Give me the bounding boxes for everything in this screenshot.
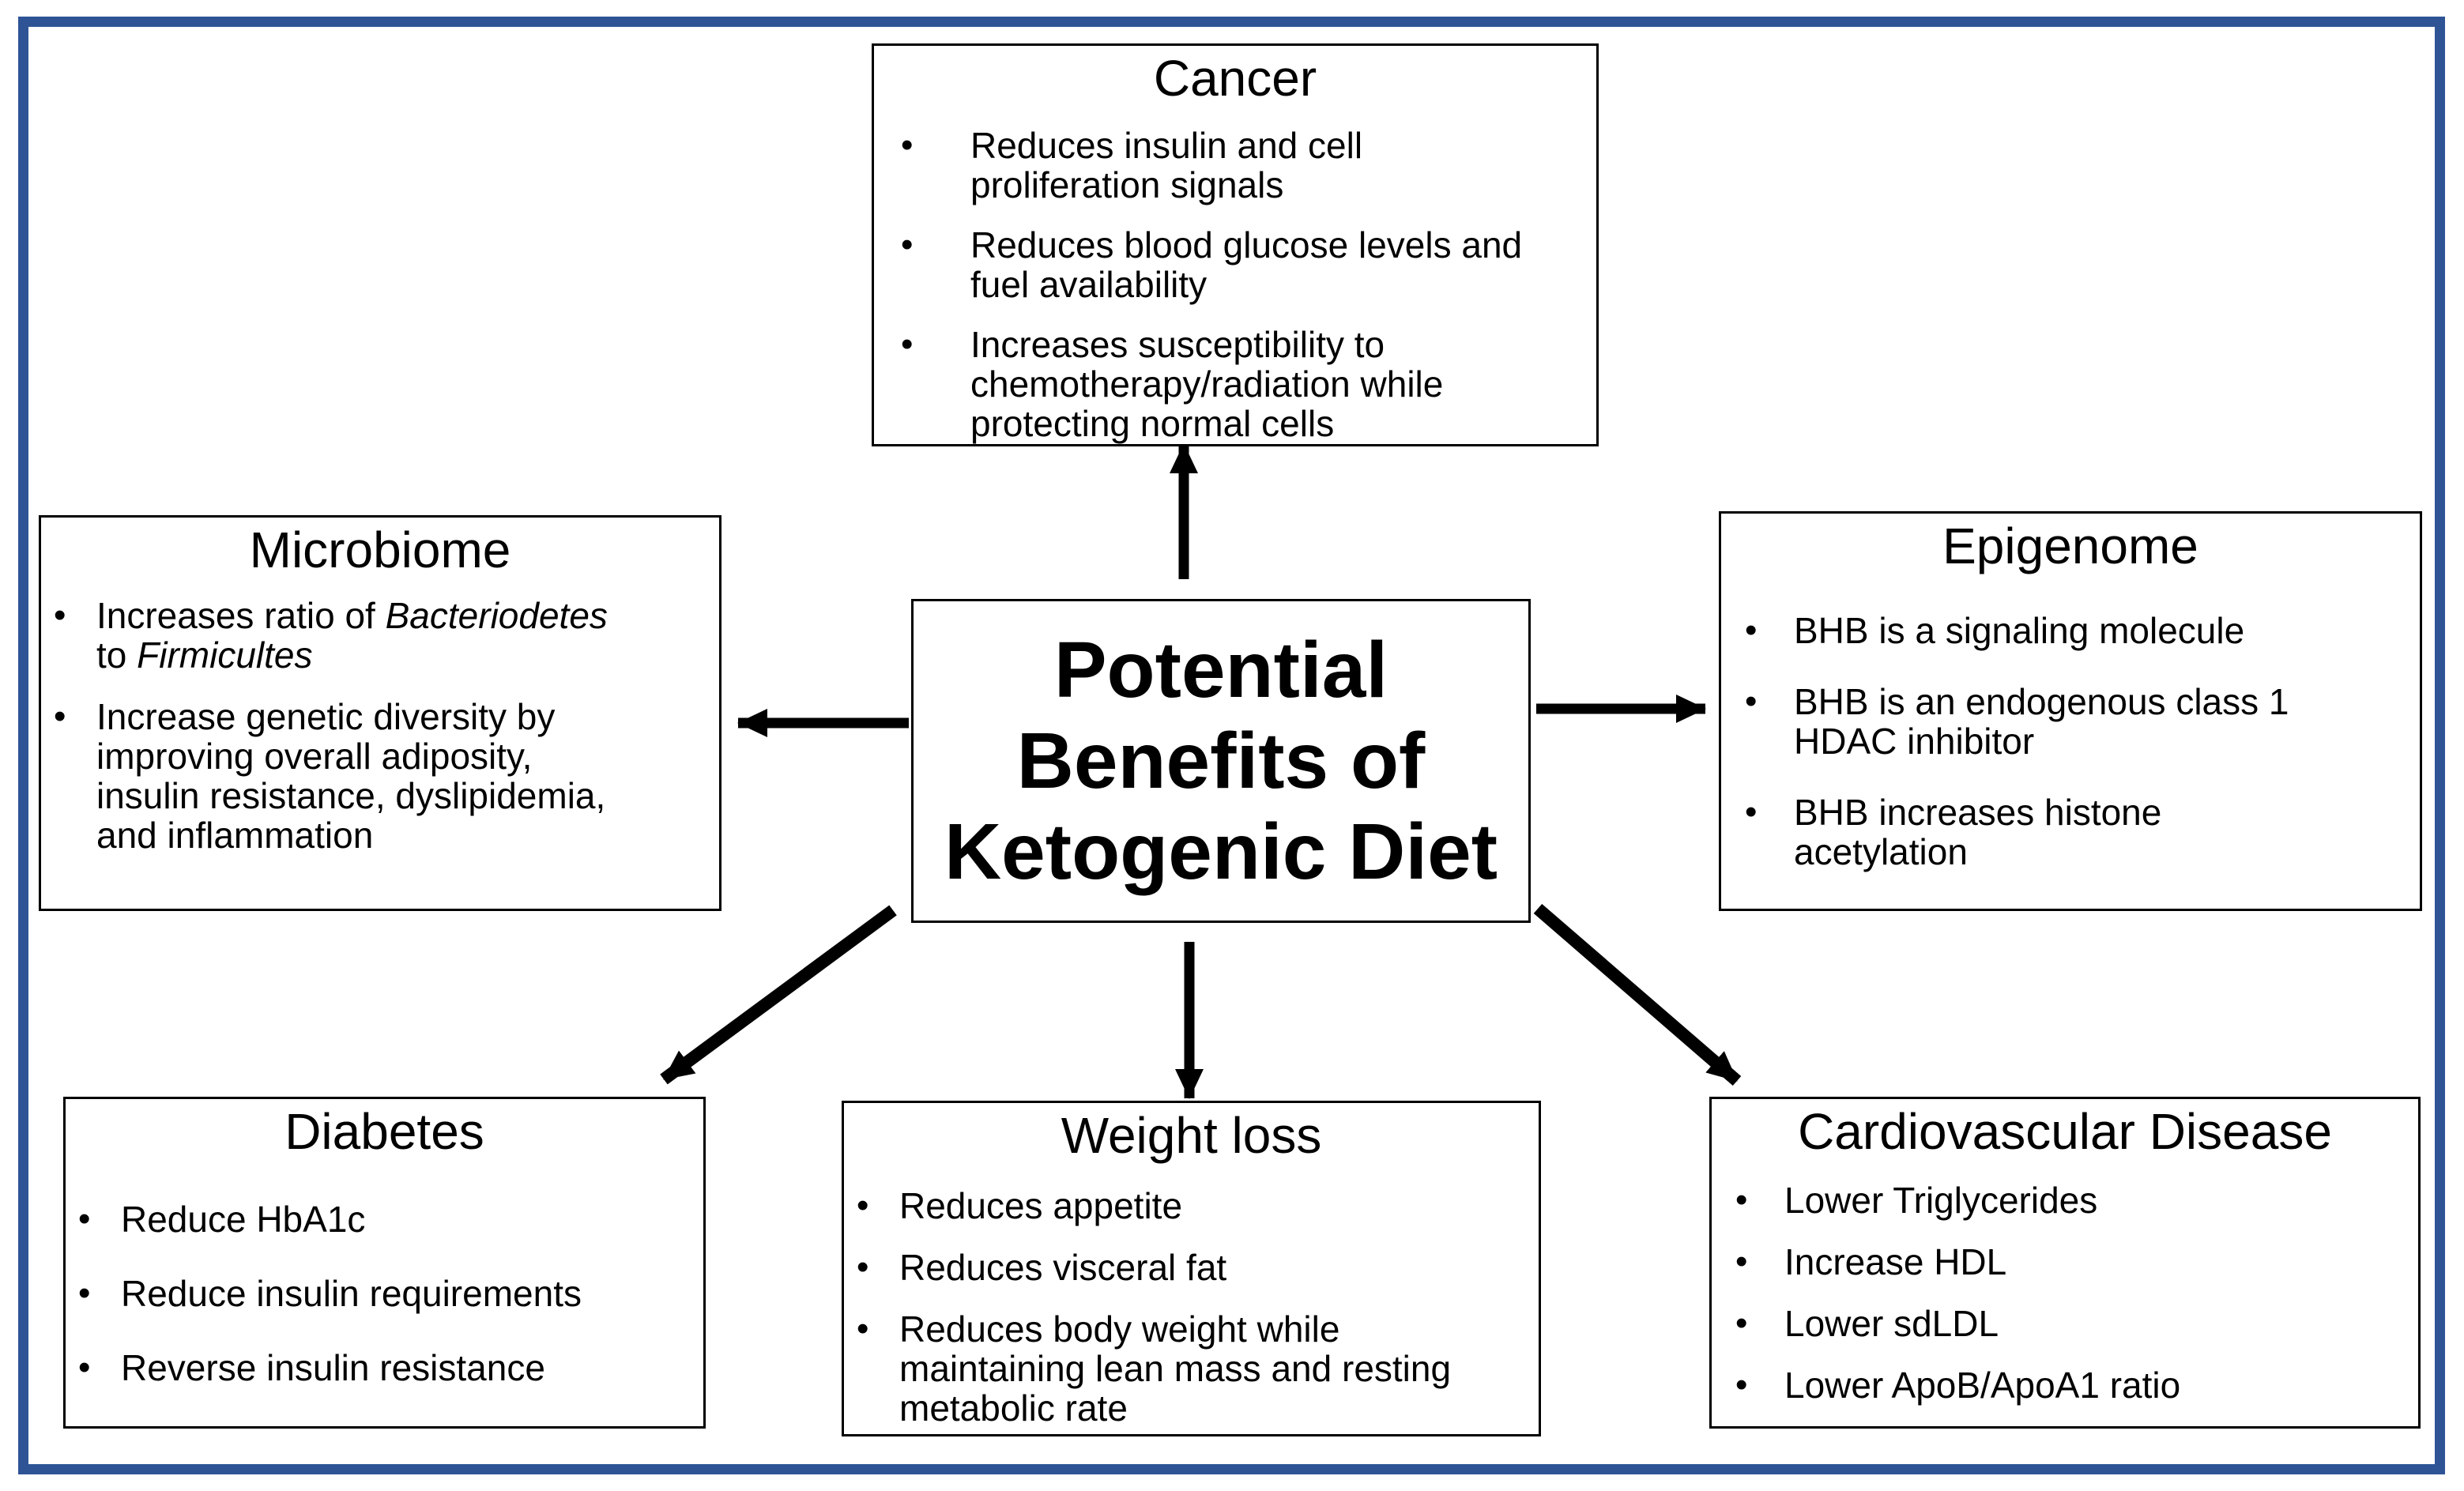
center-title-line: Potential xyxy=(1053,625,1388,714)
slide-border-frame xyxy=(18,17,2445,1474)
bullet-item: Lower sdLDL xyxy=(1712,1304,2418,1343)
bullet-item: Increases ratio of Bacteriodetes to Firm… xyxy=(41,596,626,675)
arrow-center-to-diabetes xyxy=(660,905,897,1085)
bullet-item: BHB is a signaling molecule xyxy=(1721,611,2331,650)
bullet-text: to xyxy=(96,634,138,676)
box-weight-loss-list: Reduces appetite Reduces visceral fat Re… xyxy=(844,1186,1492,1428)
box-microbiome-list: Increases ratio of Bacteriodetes to Firm… xyxy=(41,596,626,855)
center-title-line: Benefits of xyxy=(1016,716,1426,805)
center-title: Potential Benefits of Ketogenic Diet xyxy=(944,625,1498,898)
box-diabetes-title: Diabetes xyxy=(284,1103,484,1160)
box-weight-loss-title: Weight loss xyxy=(1061,1107,1322,1164)
box-epigenome-title: Epigenome xyxy=(1942,518,2198,574)
box-cancer-title: Cancer xyxy=(1153,50,1317,107)
box-epigenome: Epigenome BHB is a signaling molecule BH… xyxy=(1719,511,2422,911)
bullet-item: Lower ApoB/ApoA1 ratio xyxy=(1712,1365,2418,1405)
box-cardiovascular-disease: Cardiovascular Disease Lower Triglycerid… xyxy=(1709,1097,2421,1429)
bullet-item: BHB is an endogenous class 1 HDAC inhibi… xyxy=(1721,682,2331,761)
box-weight-loss: Weight loss Reduces appetite Reduces vis… xyxy=(842,1101,1541,1436)
center-title-line: Ketogenic Diet xyxy=(944,807,1498,896)
bullet-item: Lower Triglycerides xyxy=(1712,1180,2418,1220)
species-name: Firmicultes xyxy=(137,634,313,676)
box-microbiome: Microbiome Increases ratio of Bacteriode… xyxy=(39,515,721,911)
box-epigenome-list: BHB is a signaling molecule BHB is an en… xyxy=(1721,611,2331,872)
bullet-item: Reduces blood glucose levels and fuel av… xyxy=(874,225,1532,304)
bullet-item: Reduces body weight while maintaining le… xyxy=(844,1309,1492,1428)
box-cancer: Cancer Reduces insulin and cell prolifer… xyxy=(872,43,1599,446)
arrow-center-to-cardiovascular xyxy=(1533,903,1742,1086)
bullet-item: Increases susceptibility to chemotherapy… xyxy=(874,325,1532,443)
bullet-item: Reduces visceral fat xyxy=(844,1248,1492,1287)
box-cardiovascular-disease-list: Lower Triglycerides Increase HDL Lower s… xyxy=(1712,1180,2418,1405)
bullet-text: Increases ratio of xyxy=(96,595,386,637)
bullet-item: Increase HDL xyxy=(1712,1242,2418,1282)
bullet-item: Reverse insulin resistance xyxy=(66,1348,680,1387)
bullet-item: BHB increases histone acetylation xyxy=(1721,793,2331,872)
box-diabetes: Diabetes Reduce HbA1c Reduce insulin req… xyxy=(63,1097,706,1429)
bullet-item: Reduces appetite xyxy=(844,1186,1492,1226)
box-cardiovascular-disease-title: Cardiovascular Disease xyxy=(1798,1103,2332,1160)
center-box: Potential Benefits of Ketogenic Diet xyxy=(911,599,1531,923)
bullet-item: Reduces insulin and cell proliferation s… xyxy=(874,126,1532,205)
bullet-item: Reduce insulin requirements xyxy=(66,1274,680,1313)
bullet-item: Reduce HbA1c xyxy=(66,1199,680,1239)
box-cancer-list: Reduces insulin and cell proliferation s… xyxy=(874,126,1532,443)
bullet-item: Increase genetic diversity by improving … xyxy=(41,697,626,855)
box-microbiome-title: Microbiome xyxy=(249,521,511,578)
box-diabetes-list: Reduce HbA1c Reduce insulin requirements… xyxy=(66,1199,680,1387)
species-name: Bacteriodetes xyxy=(385,595,608,637)
